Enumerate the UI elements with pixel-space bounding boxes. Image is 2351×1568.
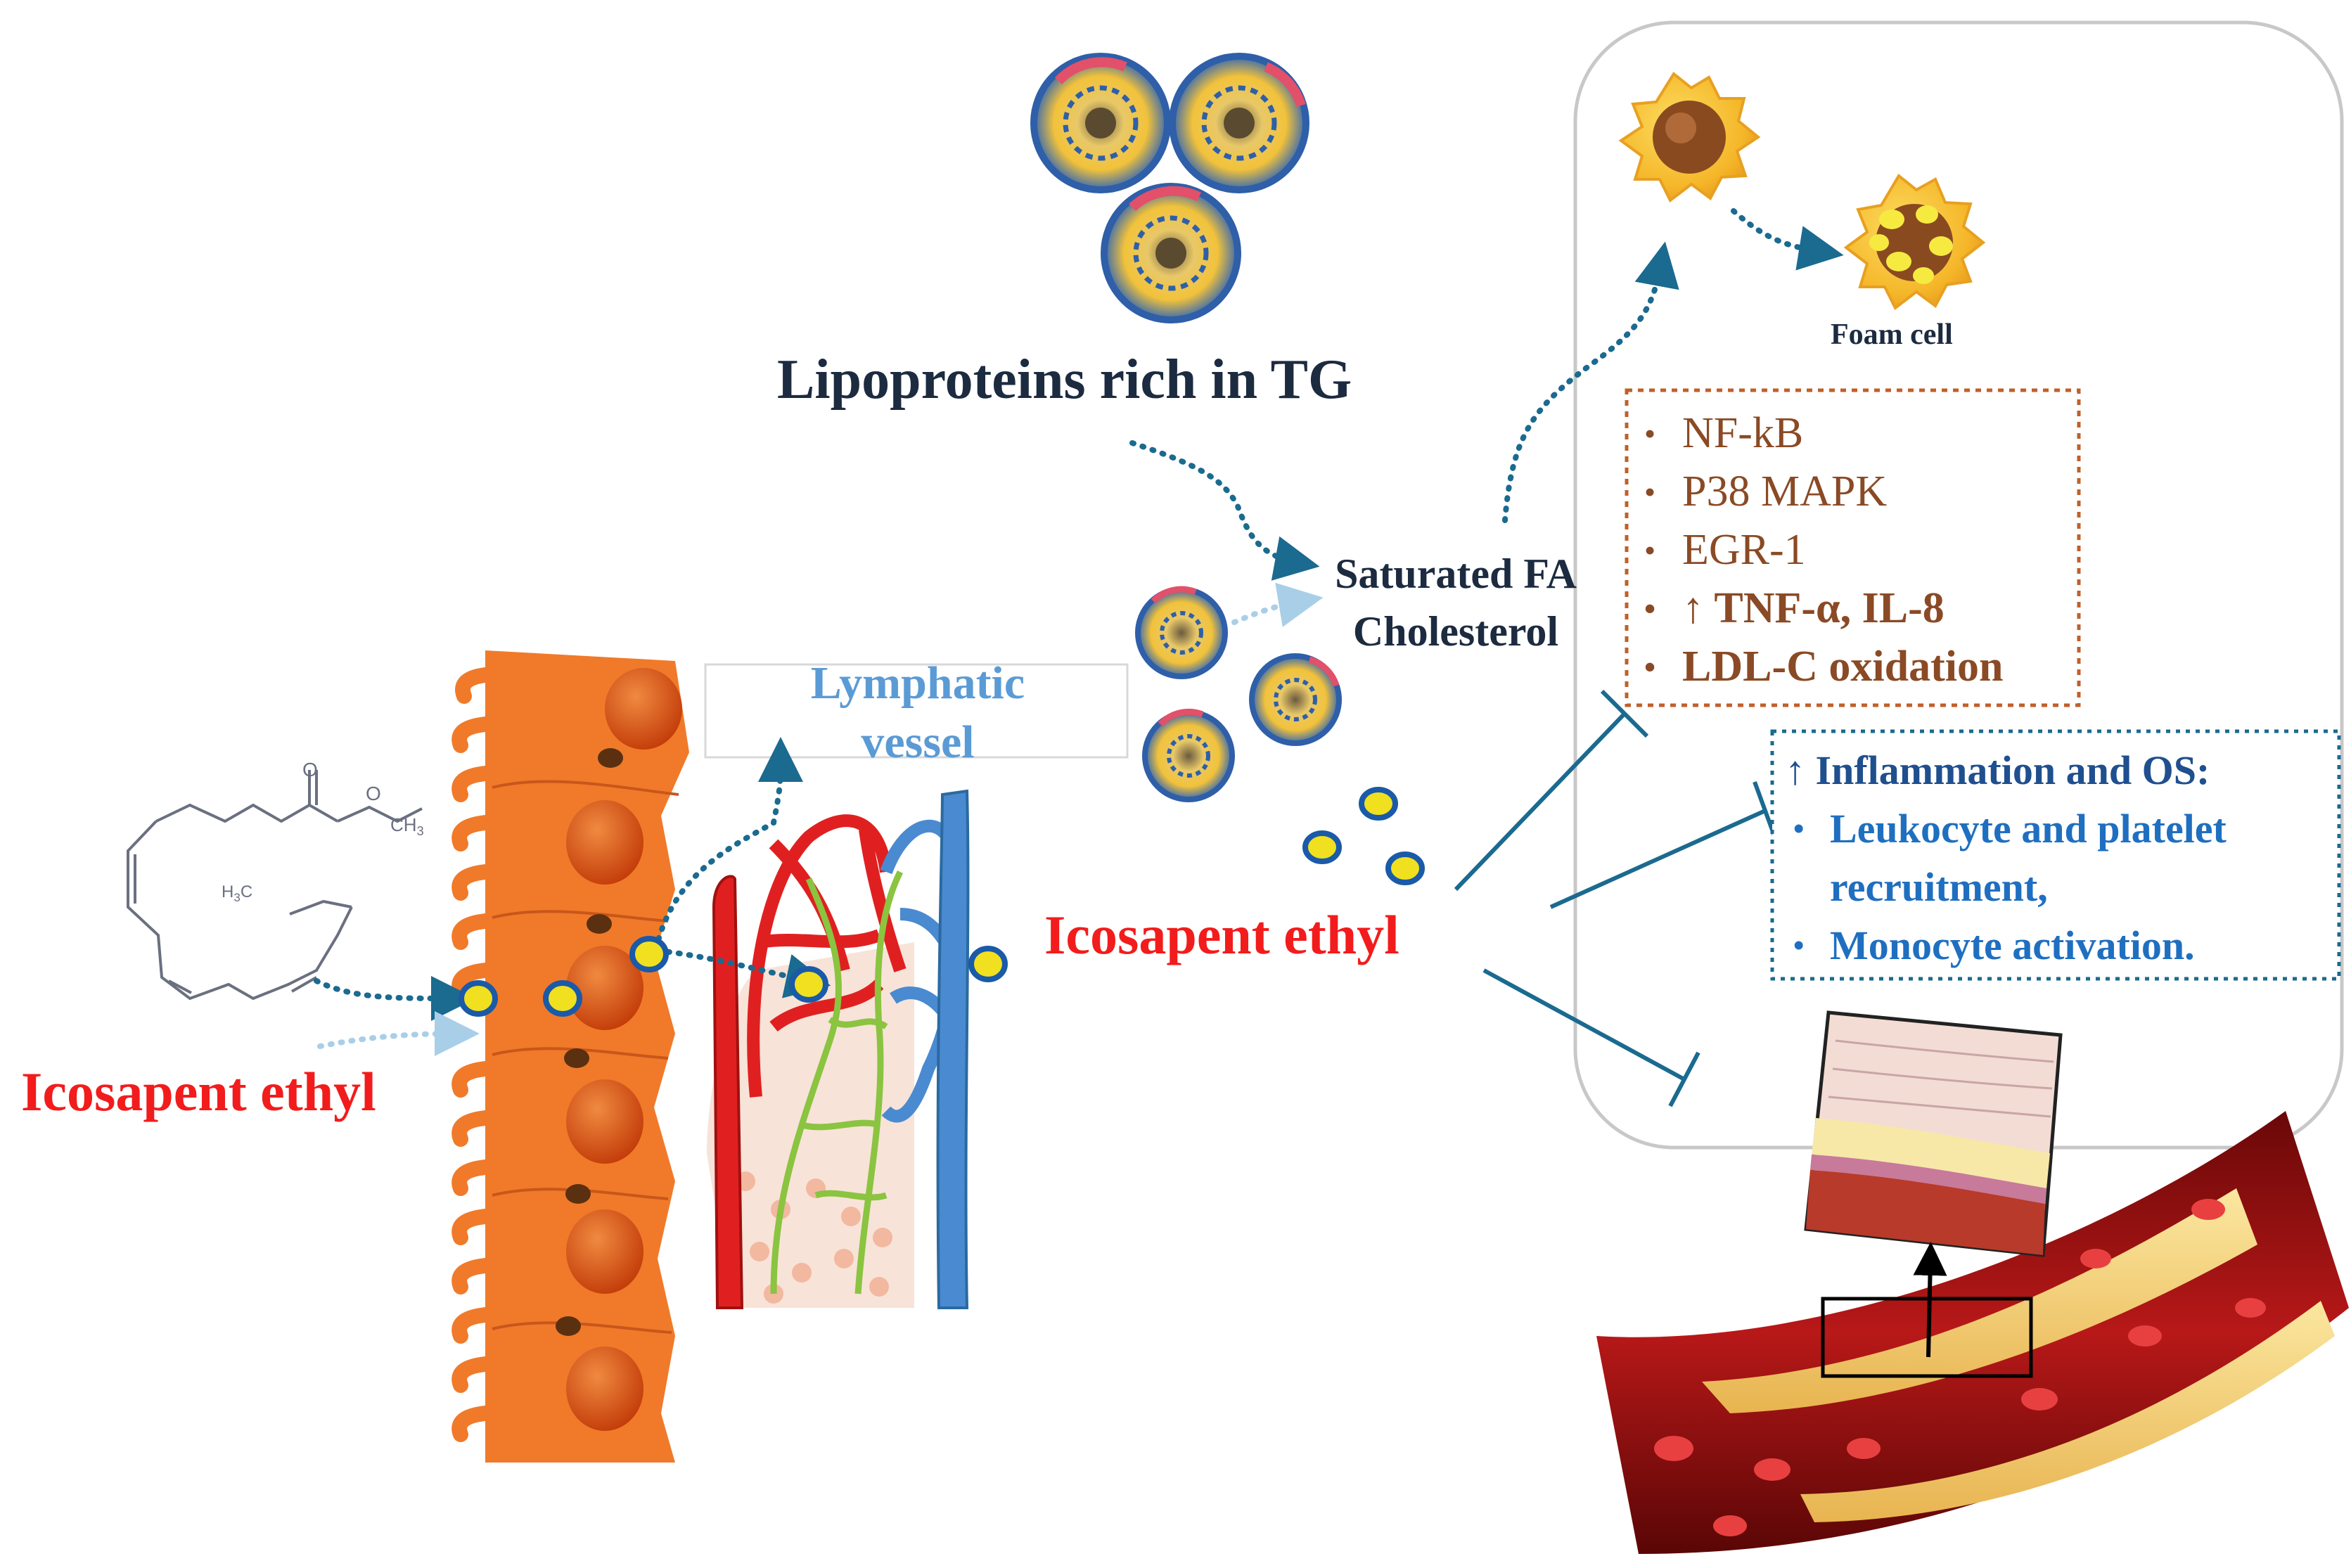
nucleus <box>566 1209 643 1294</box>
saturated-fa-label: Saturated FA Cholesterol <box>1308 545 1603 660</box>
bead-arrow <box>655 948 831 998</box>
molecule-ch3-label: CH3 <box>390 814 424 838</box>
foam-cell <box>1843 174 1986 311</box>
pathway-item: •P38 MAPK <box>1644 468 1888 515</box>
pathways-box: •NF-kB •P38 MAPK •EGR-1 •↑ TNF-α, IL-8 •… <box>1639 404 2003 696</box>
molecule-o-label: O <box>366 783 381 804</box>
inhibit-pathways <box>1454 712 1627 892</box>
inhibit-pathways-bar <box>1600 689 1649 738</box>
inflammation-box: ↑ Inflammation and OS: •Leukocyte and pl… <box>1785 742 2227 975</box>
inhibition-lines <box>1454 689 1778 1107</box>
icosapent-molecule <box>127 770 423 1001</box>
foam-cell-label: Foam cell <box>1831 319 1953 351</box>
lymphatic-label-box <box>704 663 1129 759</box>
inflammation-item: •Leukocyte and platelet recruitment, <box>1793 806 2227 910</box>
nucleus <box>566 946 643 1030</box>
pathway-item: •↑ TNF-α, IL-8 <box>1644 584 1945 632</box>
artery-vessel <box>1596 1111 2349 1554</box>
pathway-item: •LDL-C oxidation <box>1644 643 2004 690</box>
lipoprotein-particle <box>1135 586 1228 679</box>
lymphatic-text: Lymphatic <box>810 657 1025 709</box>
pathways-list: •NF-kB •P38 MAPK •EGR-1 •↑ TNF-α, IL-8 •… <box>1639 404 2003 696</box>
foam-arrow <box>1502 241 1679 523</box>
dotted-arrows <box>314 208 1844 1057</box>
pathway-item: •EGR-1 <box>1644 526 1806 574</box>
vessel-wall-inset <box>1804 1010 2063 1257</box>
inflammation-heading: ↑ Inflammation and OS: <box>1785 747 2210 793</box>
nucleus <box>605 668 682 750</box>
lipoprotein-particle <box>1249 653 1342 746</box>
lymphatic-vessel-label: Lymphatic vessel <box>707 654 1129 772</box>
foam-transform-arrow <box>1731 208 1844 271</box>
inhibit-vessel-bar <box>1668 1051 1700 1107</box>
cholesterol-text: Cholesterol <box>1352 608 1559 655</box>
absorption-arrow <box>314 975 476 1021</box>
macrophage-cell <box>1618 72 1761 203</box>
inhibit-inflammation <box>1549 809 1767 909</box>
pathway-item: •NF-kB <box>1644 409 1804 457</box>
icosapent-beads <box>1302 787 1425 885</box>
inhibit-vessel <box>1482 968 1686 1081</box>
transport-beads <box>459 936 1008 1017</box>
nucleus <box>566 800 643 885</box>
plaque-highlight-box <box>1821 1297 2033 1378</box>
absorption-arrow-light <box>317 1011 480 1057</box>
lymphatic-capillary-bed <box>704 663 1129 1309</box>
enterocyte-column <box>451 650 689 1463</box>
vessel-text: vessel <box>861 716 975 768</box>
molecule-o-label: O <box>302 759 318 780</box>
molecule-h3c-label: H3C <box>222 882 252 904</box>
lymph-arrow <box>651 737 803 963</box>
inflammation-item: •Monocyte activation. <box>1793 923 2195 968</box>
lipoprotein-particle <box>1101 183 1241 323</box>
small-lipo-arrow <box>1231 582 1324 627</box>
nucleus <box>566 1079 643 1164</box>
icosapent-ethyl-left: Icosapent ethyl <box>21 1061 376 1122</box>
lipoprotein-particle <box>1169 53 1309 193</box>
pathways-box-border <box>1625 388 2081 707</box>
lipoprotein-particle <box>1142 708 1235 802</box>
lipoprotein-arrow <box>1129 440 1320 581</box>
saturated-fa-text: Saturated FA <box>1335 551 1577 597</box>
zoom-arrow <box>1913 1242 1947 1358</box>
inflammation-list: •Leukocyte and platelet recruitment, •Mo… <box>1785 799 2227 975</box>
lipoprotein-particle <box>1030 53 1171 193</box>
nucleus <box>566 1347 643 1431</box>
icosapent-ethyl-center: Icosapent ethyl <box>1044 904 1399 965</box>
inflammation-box-border <box>1770 729 2341 981</box>
small-lipoprotein-cluster <box>1135 586 1342 802</box>
lipoprotein-cluster <box>1030 53 1309 323</box>
lipoproteins-title: Lipoproteins rich in TG <box>777 349 1352 411</box>
